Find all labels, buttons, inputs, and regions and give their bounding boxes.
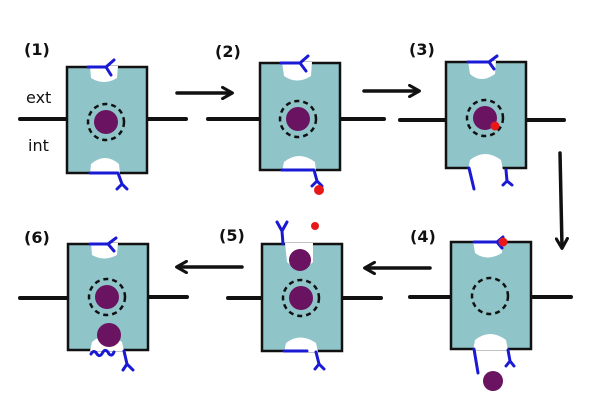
receptor-icon bbox=[86, 58, 116, 77]
receptor-icon bbox=[466, 54, 499, 71]
bottom-pocket bbox=[90, 158, 120, 174]
receptor-icon bbox=[88, 236, 118, 253]
ligand-particle bbox=[498, 237, 508, 247]
vesicle bbox=[465, 98, 505, 138]
receptor-icon bbox=[472, 347, 480, 375]
step-2: (2) bbox=[206, 42, 386, 195]
top-pocket bbox=[473, 241, 503, 258]
vesicle bbox=[86, 102, 126, 142]
released-cargo-particle bbox=[483, 371, 503, 391]
top-pocket bbox=[468, 61, 496, 79]
step-6: (6) bbox=[18, 228, 189, 372]
ligand-particle bbox=[490, 121, 500, 131]
step-label: (6) bbox=[24, 228, 50, 247]
exterior-label: ext bbox=[26, 88, 51, 107]
receptor-icon bbox=[280, 168, 324, 188]
receptor-icon bbox=[88, 171, 129, 191]
step-4: (4) bbox=[408, 227, 573, 391]
cell-box bbox=[449, 240, 533, 351]
step-3: (3) bbox=[398, 40, 566, 191]
cargo-particle bbox=[286, 107, 310, 131]
bottom-pocket bbox=[473, 334, 508, 350]
receptor-icon bbox=[467, 166, 476, 191]
receptor-icon bbox=[501, 168, 514, 187]
vesicle bbox=[87, 277, 127, 317]
cargo-particle bbox=[94, 110, 118, 134]
bottom-pocket bbox=[284, 337, 318, 352]
step-5: (5) bbox=[219, 220, 383, 371]
receptor-icon bbox=[282, 349, 326, 371]
bottom-pocket bbox=[468, 154, 503, 170]
step-label: (5) bbox=[219, 226, 245, 245]
ligand-particle bbox=[311, 222, 319, 230]
empty-vesicle bbox=[470, 276, 510, 316]
receptor-icon bbox=[279, 54, 310, 73]
step-label: (2) bbox=[215, 42, 241, 61]
step-label: (3) bbox=[409, 40, 435, 59]
cargo-particle-exiting bbox=[97, 323, 121, 347]
top-pocket bbox=[90, 66, 118, 82]
bottom-pocket bbox=[282, 156, 316, 171]
step-label: (1) bbox=[24, 40, 50, 59]
vesicle bbox=[281, 278, 321, 318]
cargo-particle bbox=[95, 285, 119, 309]
interior-label: int bbox=[28, 136, 49, 155]
step-label: (4) bbox=[410, 227, 436, 246]
step-1: (1) bbox=[18, 40, 188, 191]
collapsed-receptor-icon bbox=[89, 348, 116, 358]
receptor-icon bbox=[275, 220, 289, 246]
ligand-particle bbox=[314, 185, 324, 195]
receptor-icon bbox=[504, 348, 516, 368]
vesicle bbox=[278, 99, 318, 139]
cargo-particle bbox=[289, 286, 313, 310]
receptor-icon bbox=[121, 349, 135, 372]
arrow-down bbox=[560, 151, 562, 247]
cargo-particle-exiting bbox=[289, 249, 311, 271]
